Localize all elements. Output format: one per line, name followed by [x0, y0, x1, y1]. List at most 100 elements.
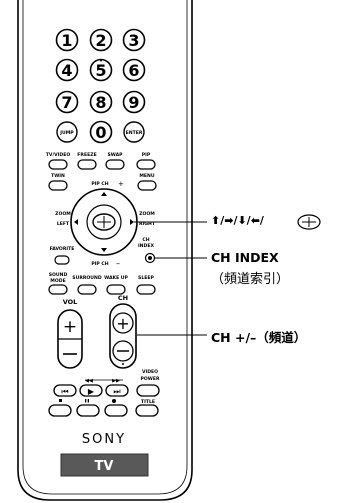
zoom-left-label-2: LEFT	[57, 221, 70, 227]
rockers: VOL + CH +	[57, 294, 137, 369]
sleep-button[interactable]	[136, 284, 156, 295]
digit-4-button[interactable]	[55, 58, 79, 82]
digit-2-button[interactable]	[89, 28, 113, 52]
twin-button[interactable]	[48, 180, 68, 191]
digit-8-label: 8	[95, 93, 106, 112]
menu-label: MENU	[139, 173, 155, 179]
pip-ch-plus-sign: +	[118, 180, 124, 188]
menu-button[interactable]	[137, 180, 157, 191]
remote-inner-edge	[22, 0, 188, 495]
playback-section: VIDEO POWER ◀◀ ▶▶ ⏮ ▶ ⏭ TITLE	[48, 369, 160, 417]
dpad-up-icon[interactable]	[101, 192, 107, 196]
digit-3-button[interactable]	[122, 28, 146, 52]
video-power-button[interactable]	[136, 384, 160, 397]
pause-icon-bar1	[85, 399, 87, 403]
wake-up-button[interactable]	[106, 284, 126, 295]
digit-6-button[interactable]	[122, 58, 146, 82]
sony-logo: SONY	[82, 432, 126, 447]
ff-mark-icon: ▶▶	[112, 378, 120, 384]
title-label: TITLE	[141, 399, 155, 405]
pip-label: PIP	[142, 152, 151, 158]
freeze-button[interactable]	[77, 159, 97, 170]
zoom-left-label-1: ZOOM	[55, 211, 71, 217]
digit-9-button[interactable]	[122, 90, 146, 114]
next-track-icon: ⏭	[113, 387, 120, 396]
title-button[interactable]	[135, 404, 159, 417]
wake-up-label: WAKE UP	[104, 275, 128, 281]
digit-1-button[interactable]	[55, 28, 79, 52]
ch-index-cjk-label: （頻道索引）	[211, 272, 290, 287]
pip-ch-minus-sign: –	[116, 259, 120, 268]
vol-plus-icon[interactable]: +	[63, 317, 77, 337]
jump-label: JUMP	[59, 130, 74, 136]
surround-button[interactable]	[77, 284, 97, 295]
digit-6-label: 6	[128, 61, 139, 80]
swap-button[interactable]	[105, 159, 125, 170]
prev-button[interactable]	[53, 384, 77, 397]
pip-ch-top-label: PIP CH	[91, 181, 108, 187]
rewind-mark-icon: ◀◀	[85, 378, 93, 384]
ch-up-button[interactable]	[112, 312, 134, 334]
record-button[interactable]	[104, 404, 128, 417]
dpad-down-icon[interactable]	[101, 248, 107, 252]
ch-plus-minus-callout-label: CH +/–（頻道）	[211, 330, 307, 345]
arrows-callout-label: ⬆/➡/⬇/⬅/	[211, 214, 264, 227]
sound-mode-button[interactable]	[48, 284, 68, 295]
digit-2-label: 2	[95, 31, 106, 50]
twin-label: TWIN	[51, 173, 65, 179]
video-label: VIDEO	[142, 369, 158, 375]
sound-mode-label: MODE	[50, 278, 65, 284]
power-label: POWER	[140, 376, 159, 382]
tv-badge-label: TV	[95, 459, 114, 474]
sound-label: SOUND	[49, 272, 68, 278]
surround-label: SURROUND	[72, 275, 102, 281]
stop-button[interactable]	[48, 404, 72, 417]
zoom-right-label-1: ZOOM	[139, 211, 155, 217]
dpad-right-icon[interactable]	[130, 219, 134, 225]
ch-index-small-label-1: CH	[142, 237, 149, 243]
ch-label: CH	[118, 294, 128, 302]
digit-8-button[interactable]	[89, 90, 113, 114]
next-button[interactable]	[105, 384, 129, 397]
record-icon	[112, 399, 116, 403]
number-pad: 1 2 3 4 5 6 7 8 9 0 JUMP ENTER	[55, 28, 146, 144]
ch-index-callout-label: CH INDEX	[211, 250, 279, 265]
tvvideo-label: TV/VIDEO	[46, 152, 71, 158]
pause-button[interactable]	[76, 404, 100, 417]
play-icon: ▶	[88, 387, 95, 396]
freeze-label: FREEZE	[77, 152, 96, 158]
zoom-right-label-2: RIGHT	[139, 221, 156, 227]
enter-button[interactable]	[123, 121, 145, 143]
swap-label: SWAP	[107, 152, 123, 158]
favorite-label: FAVORITE	[50, 246, 75, 252]
vol-label: VOL	[63, 298, 78, 306]
pip-button[interactable]	[136, 159, 156, 170]
prev-track-icon: ⏮	[61, 387, 68, 396]
function-row-2: SOUND MODE SURROUND WAKE UP SLEEP	[48, 272, 156, 295]
tactile-dot	[100, 59, 102, 62]
tv-badge	[60, 453, 149, 477]
ch-plus-icon: +	[116, 314, 129, 333]
digit-5-label: 5	[95, 61, 106, 80]
tvvideo-button[interactable]	[48, 159, 68, 170]
digit-7-button[interactable]	[55, 90, 79, 114]
enter-label: ENTER	[126, 130, 143, 136]
digit-0-label: 0	[95, 123, 106, 142]
digit-9-label: 9	[128, 93, 139, 112]
pause-icon-bar2	[87, 399, 89, 403]
play-button[interactable]	[79, 384, 103, 397]
favorite-button[interactable]	[54, 255, 70, 265]
digit-1-label: 1	[61, 31, 72, 50]
digit-3-label: 3	[128, 31, 139, 50]
pip-ch-bottom-label: PIP CH	[91, 261, 108, 267]
jump-button[interactable]	[56, 121, 78, 143]
dpad-left-icon[interactable]	[74, 219, 78, 225]
sleep-label: SLEEP	[138, 275, 155, 281]
function-row-1: TV/VIDEO FREEZE SWAP PIP TWIN MENU	[46, 152, 157, 191]
digit-7-label: 7	[61, 93, 72, 112]
digit-0-button[interactable]	[89, 120, 113, 144]
ch-tactile-dot	[122, 363, 124, 365]
ch-index-small-label-2: INDEX	[138, 243, 155, 249]
digit-4-label: 4	[61, 61, 72, 80]
